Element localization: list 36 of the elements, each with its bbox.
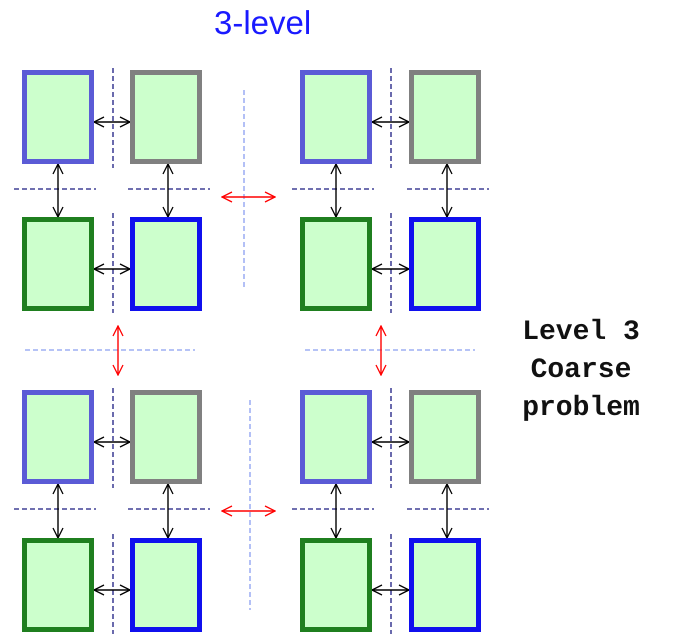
subdomain-box: [130, 390, 202, 484]
subdomain-box: [409, 70, 481, 164]
subdomain-box: [409, 538, 481, 632]
double-arrow: [371, 584, 410, 596]
subdomain-box: [300, 70, 372, 164]
subdomain-box: [22, 538, 94, 632]
double-arrow: [162, 163, 174, 218]
subdomain-box: [130, 217, 202, 311]
double-arrow: [371, 263, 410, 275]
subdomain-box: [22, 70, 94, 164]
double-arrow: [441, 163, 453, 218]
double-arrow: [375, 325, 387, 376]
double-arrow: [330, 483, 342, 539]
side-note: Level 3 Coarse problem: [521, 316, 641, 426]
subdomain-box: [300, 390, 372, 484]
subdomain-box: [300, 217, 372, 311]
double-arrow: [52, 163, 64, 218]
subdomain-box: [130, 538, 202, 632]
subdomain-box: [22, 217, 94, 311]
double-arrow: [162, 483, 174, 539]
double-arrow: [112, 325, 124, 376]
subdomain-box: [409, 390, 481, 484]
double-arrow: [330, 163, 342, 218]
double-arrow: [93, 116, 131, 128]
double-arrow: [441, 483, 453, 539]
double-arrow: [93, 584, 131, 596]
double-arrow: [371, 436, 410, 448]
double-arrow: [93, 263, 131, 275]
subdomain-box: [22, 390, 94, 484]
double-arrow: [52, 483, 64, 539]
subdomain-box: [300, 538, 372, 632]
subdomain-box: [130, 70, 202, 164]
double-arrow: [371, 116, 410, 128]
subdomain-box: [409, 217, 481, 311]
double-arrow: [93, 436, 131, 448]
diagram-title: 3-level: [214, 4, 312, 42]
